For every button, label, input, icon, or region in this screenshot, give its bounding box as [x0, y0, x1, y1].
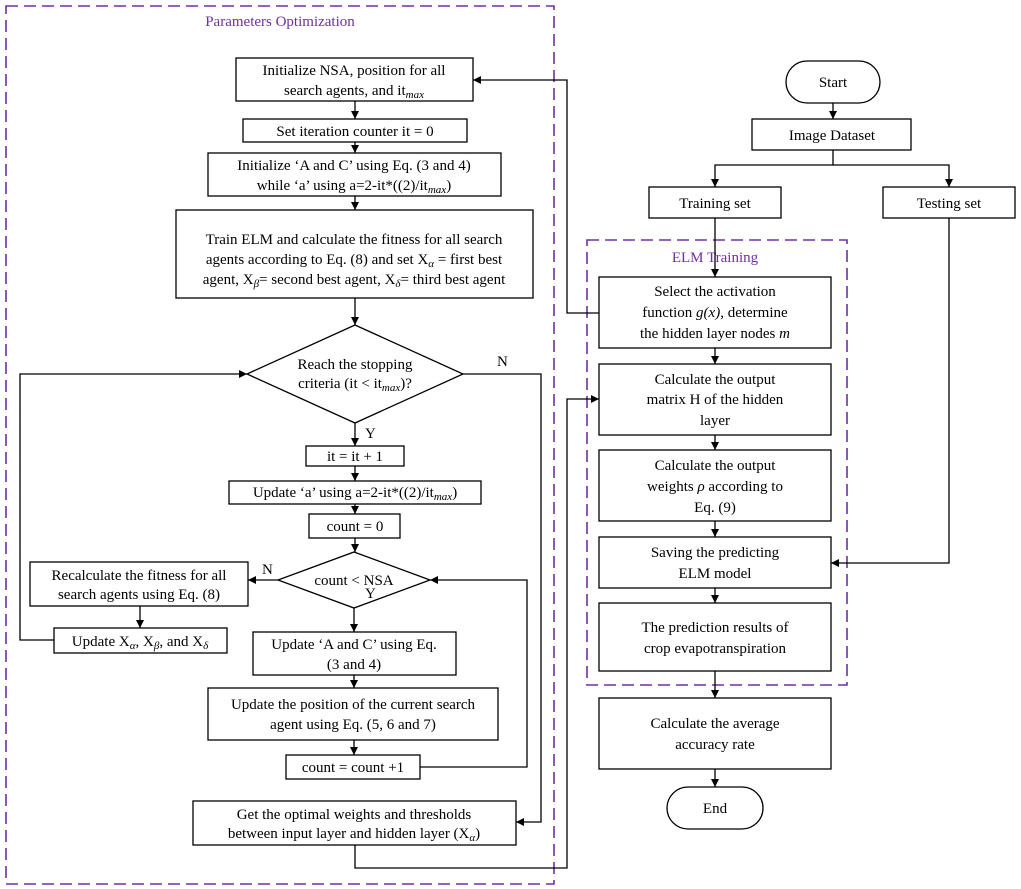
- saving-model-box: Saving the predicting ELM model: [598, 536, 832, 589]
- svg-text:matrix H of the hidden: matrix H of the hidden: [647, 392, 784, 408]
- label-yes-stop: Y: [365, 426, 376, 442]
- update-position-box: Update the position of the current searc…: [207, 687, 499, 741]
- prediction-results-box: The prediction results of crop evapotran…: [598, 602, 832, 672]
- svg-text:weights ρ according to: weights ρ according to: [647, 479, 783, 495]
- arrow-count-inc-loop: [420, 576, 528, 768]
- svg-text:ELM model: ELM model: [679, 566, 752, 582]
- svg-text:function g(x), determine: function g(x), determine: [642, 305, 788, 321]
- arrow-dataset-to-testing: [833, 164, 953, 187]
- svg-text:Update the position of the cur: Update the position of the current searc…: [231, 697, 476, 713]
- arrow-stop-no: [463, 373, 542, 826]
- svg-text:while ‘a’ using a=2-it*((2)/it: while ‘a’ using a=2-it*((2)/itmax): [257, 178, 451, 196]
- svg-text:The prediction results of: The prediction results of: [641, 620, 788, 636]
- svg-text:Training set: Training set: [679, 196, 751, 212]
- recalculate-fitness-box: Recalculate the fitness for all search a…: [29, 561, 249, 607]
- svg-text:agent using Eq. (5, 6 and 7): agent using Eq. (5, 6 and 7): [270, 717, 436, 733]
- start-terminal: Start: [785, 60, 881, 104]
- svg-text:accuracy rate: accuracy rate: [675, 737, 755, 753]
- image-dataset-box: Image Dataset: [751, 118, 912, 151]
- arrow-dataset-to-training: [711, 150, 834, 187]
- svg-text:Recalculate the fitness for al: Recalculate the fitness for all: [52, 568, 227, 584]
- svg-text:Update Xα, Xβ, and Xδ: Update Xα, Xβ, and Xδ: [72, 634, 209, 652]
- training-set-box: Training set: [648, 186, 782, 219]
- label-no-stop: N: [497, 354, 508, 370]
- svg-text:count < NSA: count < NSA: [314, 573, 393, 589]
- svg-text:it = it + 1: it = it + 1: [327, 449, 383, 465]
- elm-training-frame: [586, 239, 848, 686]
- svg-text:Calculate the output: Calculate the output: [655, 372, 777, 388]
- average-accuracy-box: Calculate the average accuracy rate: [598, 697, 832, 770]
- update-a-c-box: Update ‘A and C’ using Eq. (3 and 4): [252, 631, 457, 676]
- svg-text:the hidden layer nodes m: the hidden layer nodes m: [640, 326, 790, 342]
- update-x-box: Update Xα, Xβ, and Xδ: [53, 627, 228, 654]
- stopping-criteria-decision: Reach the stopping criteria (it < itmax)…: [245, 324, 465, 424]
- svg-text:Train ELM and calculate the fi: Train ELM and calculate the fitness for …: [206, 232, 503, 248]
- svg-text:agents according to Eq. (8) an: agents according to Eq. (8) and set Xα =…: [206, 252, 503, 270]
- svg-text:Set iteration counter it = 0: Set iteration counter it = 0: [276, 124, 433, 140]
- svg-text:Reach the stopping: Reach the stopping: [298, 357, 413, 373]
- svg-text:layer: layer: [700, 413, 730, 429]
- arrow-update-x-loop: [19, 370, 247, 641]
- svg-text:Initialize NSA, position for a: Initialize NSA, position for all: [263, 63, 446, 79]
- svg-text:Update ‘a’ using a=2-it*((2)/i: Update ‘a’ using a=2-it*((2)/itmax): [253, 485, 457, 503]
- testing-set-box: Testing set: [882, 186, 1016, 219]
- parameters-optimization-title: Parameters Optimization: [205, 14, 355, 30]
- svg-text:between input layer and hidden: between input layer and hidden layer (Xα…: [228, 826, 480, 844]
- svg-text:Select the activation: Select the activation: [654, 284, 776, 300]
- arrow-optimal-to-output-matrix: [354, 395, 599, 869]
- arrow-select-to-init: [473, 76, 599, 314]
- svg-text:Image Dataset: Image Dataset: [789, 128, 876, 144]
- update-a-box: Update ‘a’ using a=2-it*((2)/itmax): [228, 480, 482, 505]
- svg-text:search agents, and itmax: search agents, and itmax: [284, 83, 424, 101]
- svg-text:crop evapotranspiration: crop evapotranspiration: [644, 641, 787, 657]
- init-nsa-box: Initialize NSA, position for all search …: [235, 57, 474, 102]
- calc-output-weights-box: Calculate the output weights ρ according…: [598, 449, 832, 522]
- svg-text:End: End: [703, 801, 728, 817]
- parameters-optimization-frame: [5, 5, 555, 885]
- train-elm-box: Train ELM and calculate the fitness for …: [175, 209, 534, 299]
- arrow-testing-to-saving: [831, 218, 950, 567]
- svg-text:Eq. (9): Eq. (9): [694, 500, 736, 516]
- label-no-count: N: [262, 562, 273, 578]
- count-less-nsa-decision: count < NSA: [276, 551, 432, 609]
- svg-text:search agents using Eq. (8): search agents using Eq. (8): [58, 587, 220, 603]
- label-yes-count: Y: [365, 586, 376, 602]
- svg-text:count = count +1: count = count +1: [302, 760, 404, 776]
- svg-text:criteria (it < itmax)?: criteria (it < itmax)?: [298, 376, 412, 394]
- svg-text:Initialize ‘A and C’ using Eq.: Initialize ‘A and C’ using Eq. (3 and 4): [237, 158, 470, 174]
- svg-text:(3 and 4): (3 and 4): [327, 657, 381, 673]
- it-increment-box: it = it + 1: [305, 445, 405, 467]
- end-terminal: End: [666, 786, 764, 830]
- calc-output-matrix-box: Calculate the output matrix H of the hid…: [598, 363, 832, 436]
- svg-text:Testing set: Testing set: [917, 196, 982, 212]
- set-iteration-counter-box: Set iteration counter it = 0: [242, 118, 468, 143]
- svg-text:Start: Start: [819, 75, 848, 91]
- svg-text:Update ‘A and C’ using Eq.: Update ‘A and C’ using Eq.: [271, 637, 437, 653]
- optimal-weights-box: Get the optimal weights and thresholds b…: [192, 800, 517, 846]
- select-activation-box: Select the activation function g(x), det…: [598, 276, 832, 349]
- svg-text:Saving the predicting: Saving the predicting: [651, 545, 780, 561]
- svg-text:Get the optimal weights and th: Get the optimal weights and thresholds: [237, 807, 472, 823]
- svg-text:agent, Xβ= second best agent,: agent, Xβ= second best agent, Xδ= third …: [203, 272, 506, 290]
- count-zero-box: count = 0: [308, 513, 401, 539]
- initialize-a-c-box: Initialize ‘A and C’ using Eq. (3 and 4)…: [207, 152, 502, 197]
- svg-text:Calculate the average: Calculate the average: [650, 716, 779, 732]
- count-increment-box: count = count +1: [285, 754, 421, 780]
- svg-text:count = 0: count = 0: [327, 519, 384, 535]
- svg-text:Calculate the output: Calculate the output: [655, 458, 777, 474]
